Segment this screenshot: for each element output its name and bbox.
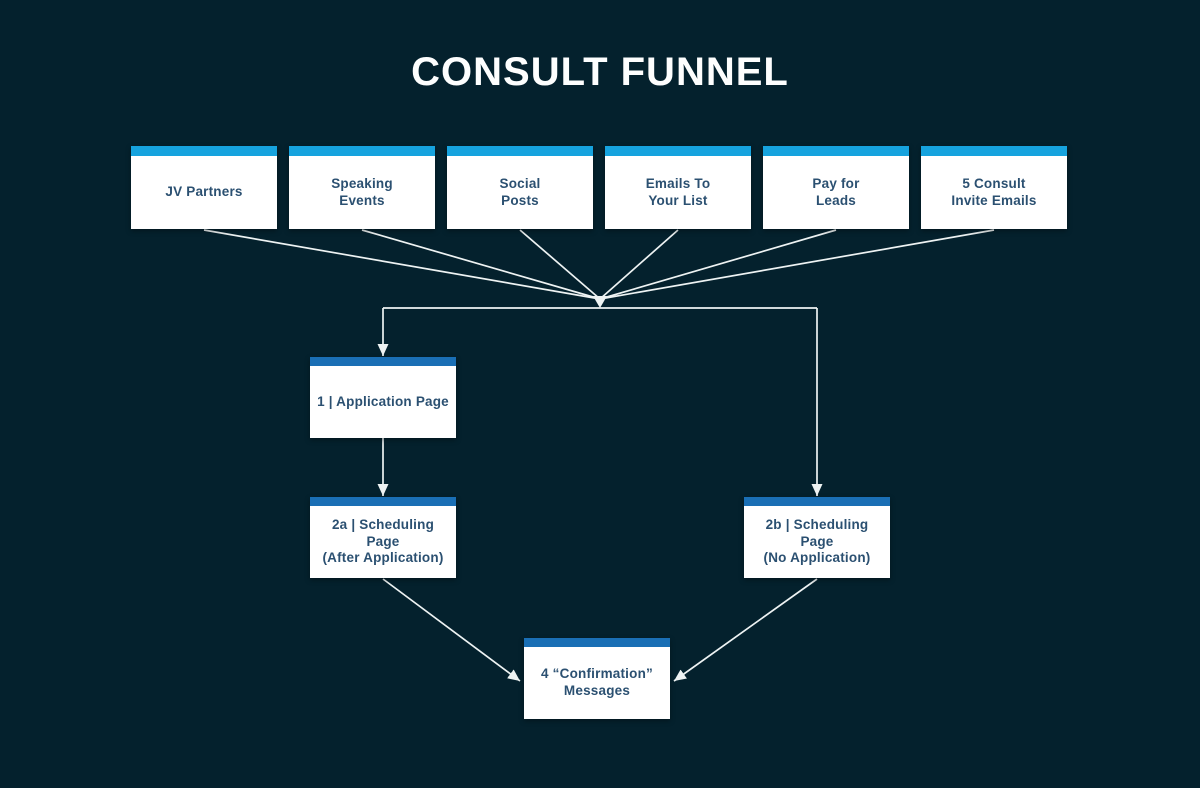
node-emails-to-your-list: Emails To Your List bbox=[605, 146, 751, 229]
node-label: 1 | Application Page bbox=[317, 393, 449, 409]
diagram-title: CONSULT FUNNEL bbox=[411, 50, 789, 94]
node-label: Speaking Events bbox=[331, 175, 393, 208]
node-label: Pay for Leads bbox=[812, 175, 860, 208]
edge-scheduling-no-to-confirmation bbox=[673, 578, 818, 682]
edge-social-posts bbox=[519, 229, 601, 300]
node-speaking-events: Speaking Events bbox=[289, 146, 435, 229]
node-label: 5 Consult Invite Emails bbox=[951, 175, 1037, 208]
node-label: 2b | Scheduling Page (No Application) bbox=[763, 516, 871, 566]
edge-speaking-events bbox=[361, 229, 601, 300]
node-consult-invite-emails: 5 Consult Invite Emails bbox=[921, 146, 1067, 229]
edge-scheduling-after-to-confirmation bbox=[382, 578, 521, 682]
node-social-posts: Social Posts bbox=[447, 146, 593, 229]
node-label: 4 “Confirmation” Messages bbox=[541, 666, 653, 698]
node-label: 2a | Scheduling Page (After Application) bbox=[322, 516, 444, 566]
node-label: JV Partners bbox=[165, 184, 243, 200]
node-label: Emails To Your List bbox=[645, 175, 711, 208]
node-scheduling-page-after-application: 2a | Scheduling Page (After Application) bbox=[310, 497, 456, 578]
node-application-page: 1 | Application Page bbox=[310, 357, 456, 438]
edge-consult-invite-emails bbox=[599, 229, 995, 300]
node-jv-partners: JV Partners bbox=[131, 146, 277, 229]
node-label: Social Posts bbox=[499, 175, 541, 208]
edge-emails-to-your-list bbox=[599, 229, 679, 300]
edge-pay-for-leads bbox=[599, 229, 837, 300]
funnel-junction-arrowhead bbox=[593, 296, 607, 308]
node-pay-for-leads: Pay for Leads bbox=[763, 146, 909, 229]
node-confirmation-messages: 4 “Confirmation” Messages bbox=[524, 638, 670, 719]
edge-jv-partners bbox=[203, 229, 601, 300]
node-scheduling-page-no-application: 2b | Scheduling Page (No Application) bbox=[744, 497, 890, 578]
